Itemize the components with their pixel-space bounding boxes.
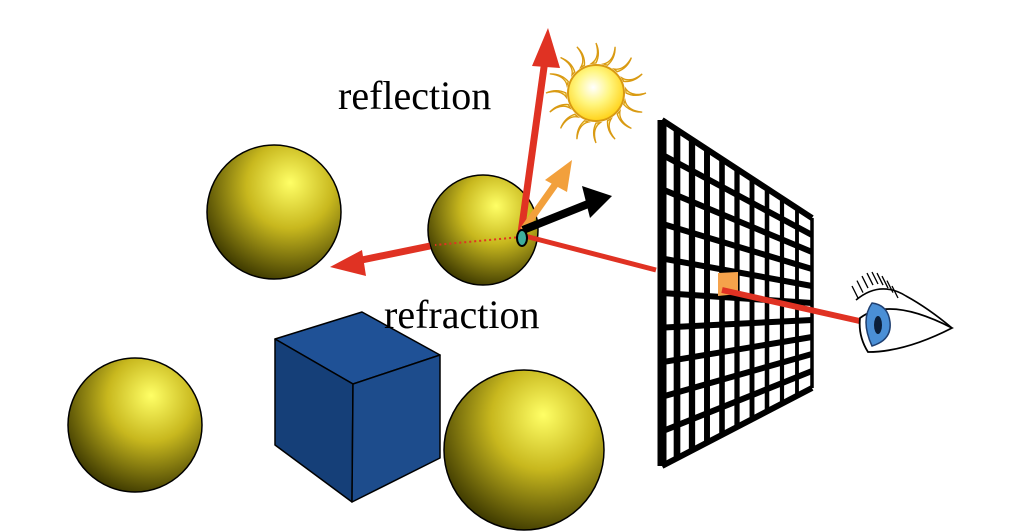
sun-ray [592,121,603,144]
grid-row-line [661,334,813,366]
eyelash [871,271,879,285]
hit-point-marker [516,229,528,247]
sun-ray [620,73,643,83]
sun-ray [622,98,643,113]
sun-ray [601,46,616,67]
eyelash [886,280,894,293]
sun-ray [559,113,581,129]
grid-row-line [660,368,814,435]
reflection-arrowhead [532,28,560,68]
sun-ray [576,46,586,69]
sun-icon [545,42,647,144]
eyelash [861,275,869,289]
sun-ray [616,108,632,130]
cube-right-face [351,354,441,503]
primary-ray-pixel-to-sphere [520,232,657,273]
eyelash [881,275,889,289]
primary-ray-eye-to-pixel [721,287,865,325]
refraction-ray [351,242,431,266]
sun-ray [611,57,633,73]
eyelash [866,272,874,286]
cube [274,311,441,503]
sun-ray [549,73,570,88]
sun-ray [549,103,572,113]
sphere-center [427,174,539,286]
grid-row-line [660,385,814,469]
eye-lid [855,288,953,329]
sphere-top-left [206,144,342,280]
sun-ray [545,89,568,100]
reflection-ray [517,59,549,234]
sun-ray [606,117,616,140]
shadow-ray-arrowhead [545,160,572,192]
surface-normal [521,200,590,234]
sphere-bottom-right [443,369,605,531]
grid-row-line [661,290,813,306]
shadow-ray [520,179,560,233]
sun-ray [589,42,600,65]
reflection-label: reflection [338,73,492,118]
eyelashes [851,271,899,299]
refraction-label: refraction [384,292,540,337]
grid-row-line [661,351,813,400]
eye-icon [851,271,954,353]
sun-ray [576,119,591,140]
eyelash [891,285,899,299]
surface-normal-arrowhead [582,186,612,218]
refraction-arrowhead [330,250,366,276]
sun-disc [567,64,625,122]
grid-row-line [661,317,813,331]
refraction-ray-inner [434,236,522,246]
eye-pupil [874,316,882,334]
sun-ray [624,86,647,97]
eyelash [851,285,859,299]
sphere-bottom-left [67,357,203,493]
eyelash [876,272,884,286]
sun-ray [560,56,576,78]
eyelash [856,280,864,293]
